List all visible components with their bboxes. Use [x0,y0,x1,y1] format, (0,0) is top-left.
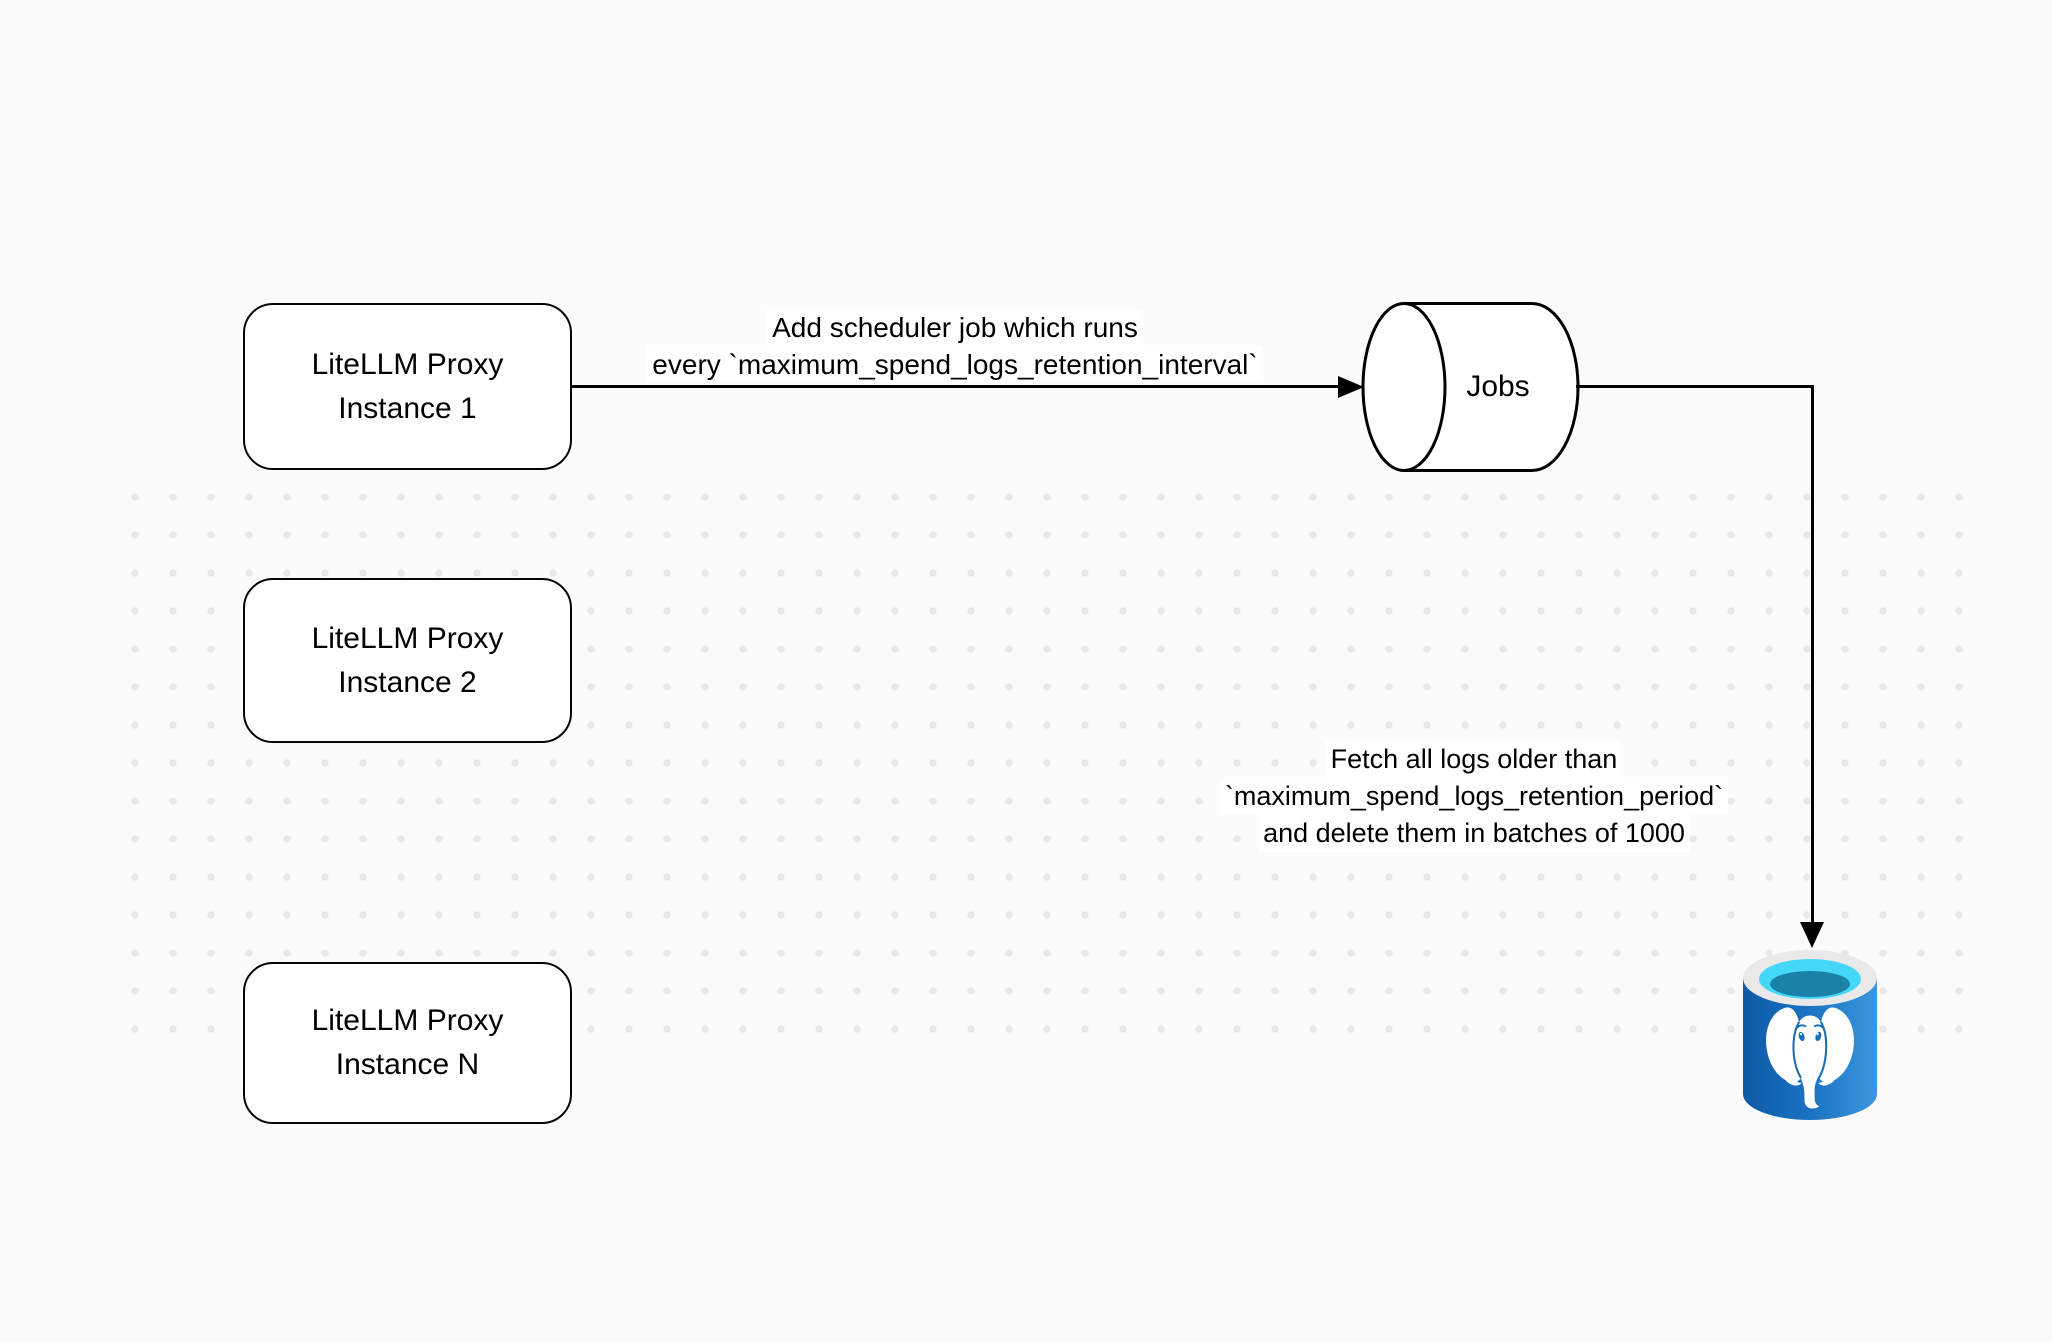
node-litellm-proxy-instance-2: LiteLLM Proxy Instance 2 [243,578,572,743]
edge-label-line: every `maximum_spend_logs_retention_inte… [647,346,1263,383]
node-label-line: LiteLLM Proxy [311,1004,504,1037]
edge-label-line: `maximum_spend_logs_retention_period` [1219,778,1729,815]
edge-fetch-line-horizontal [1576,385,1814,388]
edge-label-line: Add scheduler job which runs [767,309,1143,346]
edge-fetch-line-vertical [1811,385,1814,924]
node-label-line: Instance 1 [338,391,477,425]
dot-grid-background [116,478,1984,1048]
node-litellm-proxy-instance-1: LiteLLM Proxy Instance 1 [243,303,572,470]
arrowhead-right-icon [1338,376,1364,398]
postgresql-database-icon [1743,950,1877,1120]
node-label-line: Instance 2 [338,665,477,699]
node-litellm-proxy-instance-n: LiteLLM Proxy Instance N [243,962,572,1124]
edge-scheduler-line [572,385,1338,388]
edge-label-line: Fetch all logs older than [1325,741,1623,778]
node-label-line: Instance N [335,1048,480,1081]
postgres-elephant-icon [1766,1007,1854,1109]
node-label-line: LiteLLM Proxy [311,621,504,655]
edge-label-line: and delete them in batches of 1000 [1258,815,1690,852]
edge-label-fetch-delete: Fetch all logs older than `maximum_spend… [1194,741,1754,852]
node-label-line: LiteLLM Proxy [311,347,504,381]
jobs-label: Jobs [1466,370,1530,403]
jobs-cylinder-shape [1361,302,1580,472]
edge-label-add-scheduler: Add scheduler job which runs every `maxi… [625,309,1285,383]
arrowhead-down-icon [1800,922,1824,948]
